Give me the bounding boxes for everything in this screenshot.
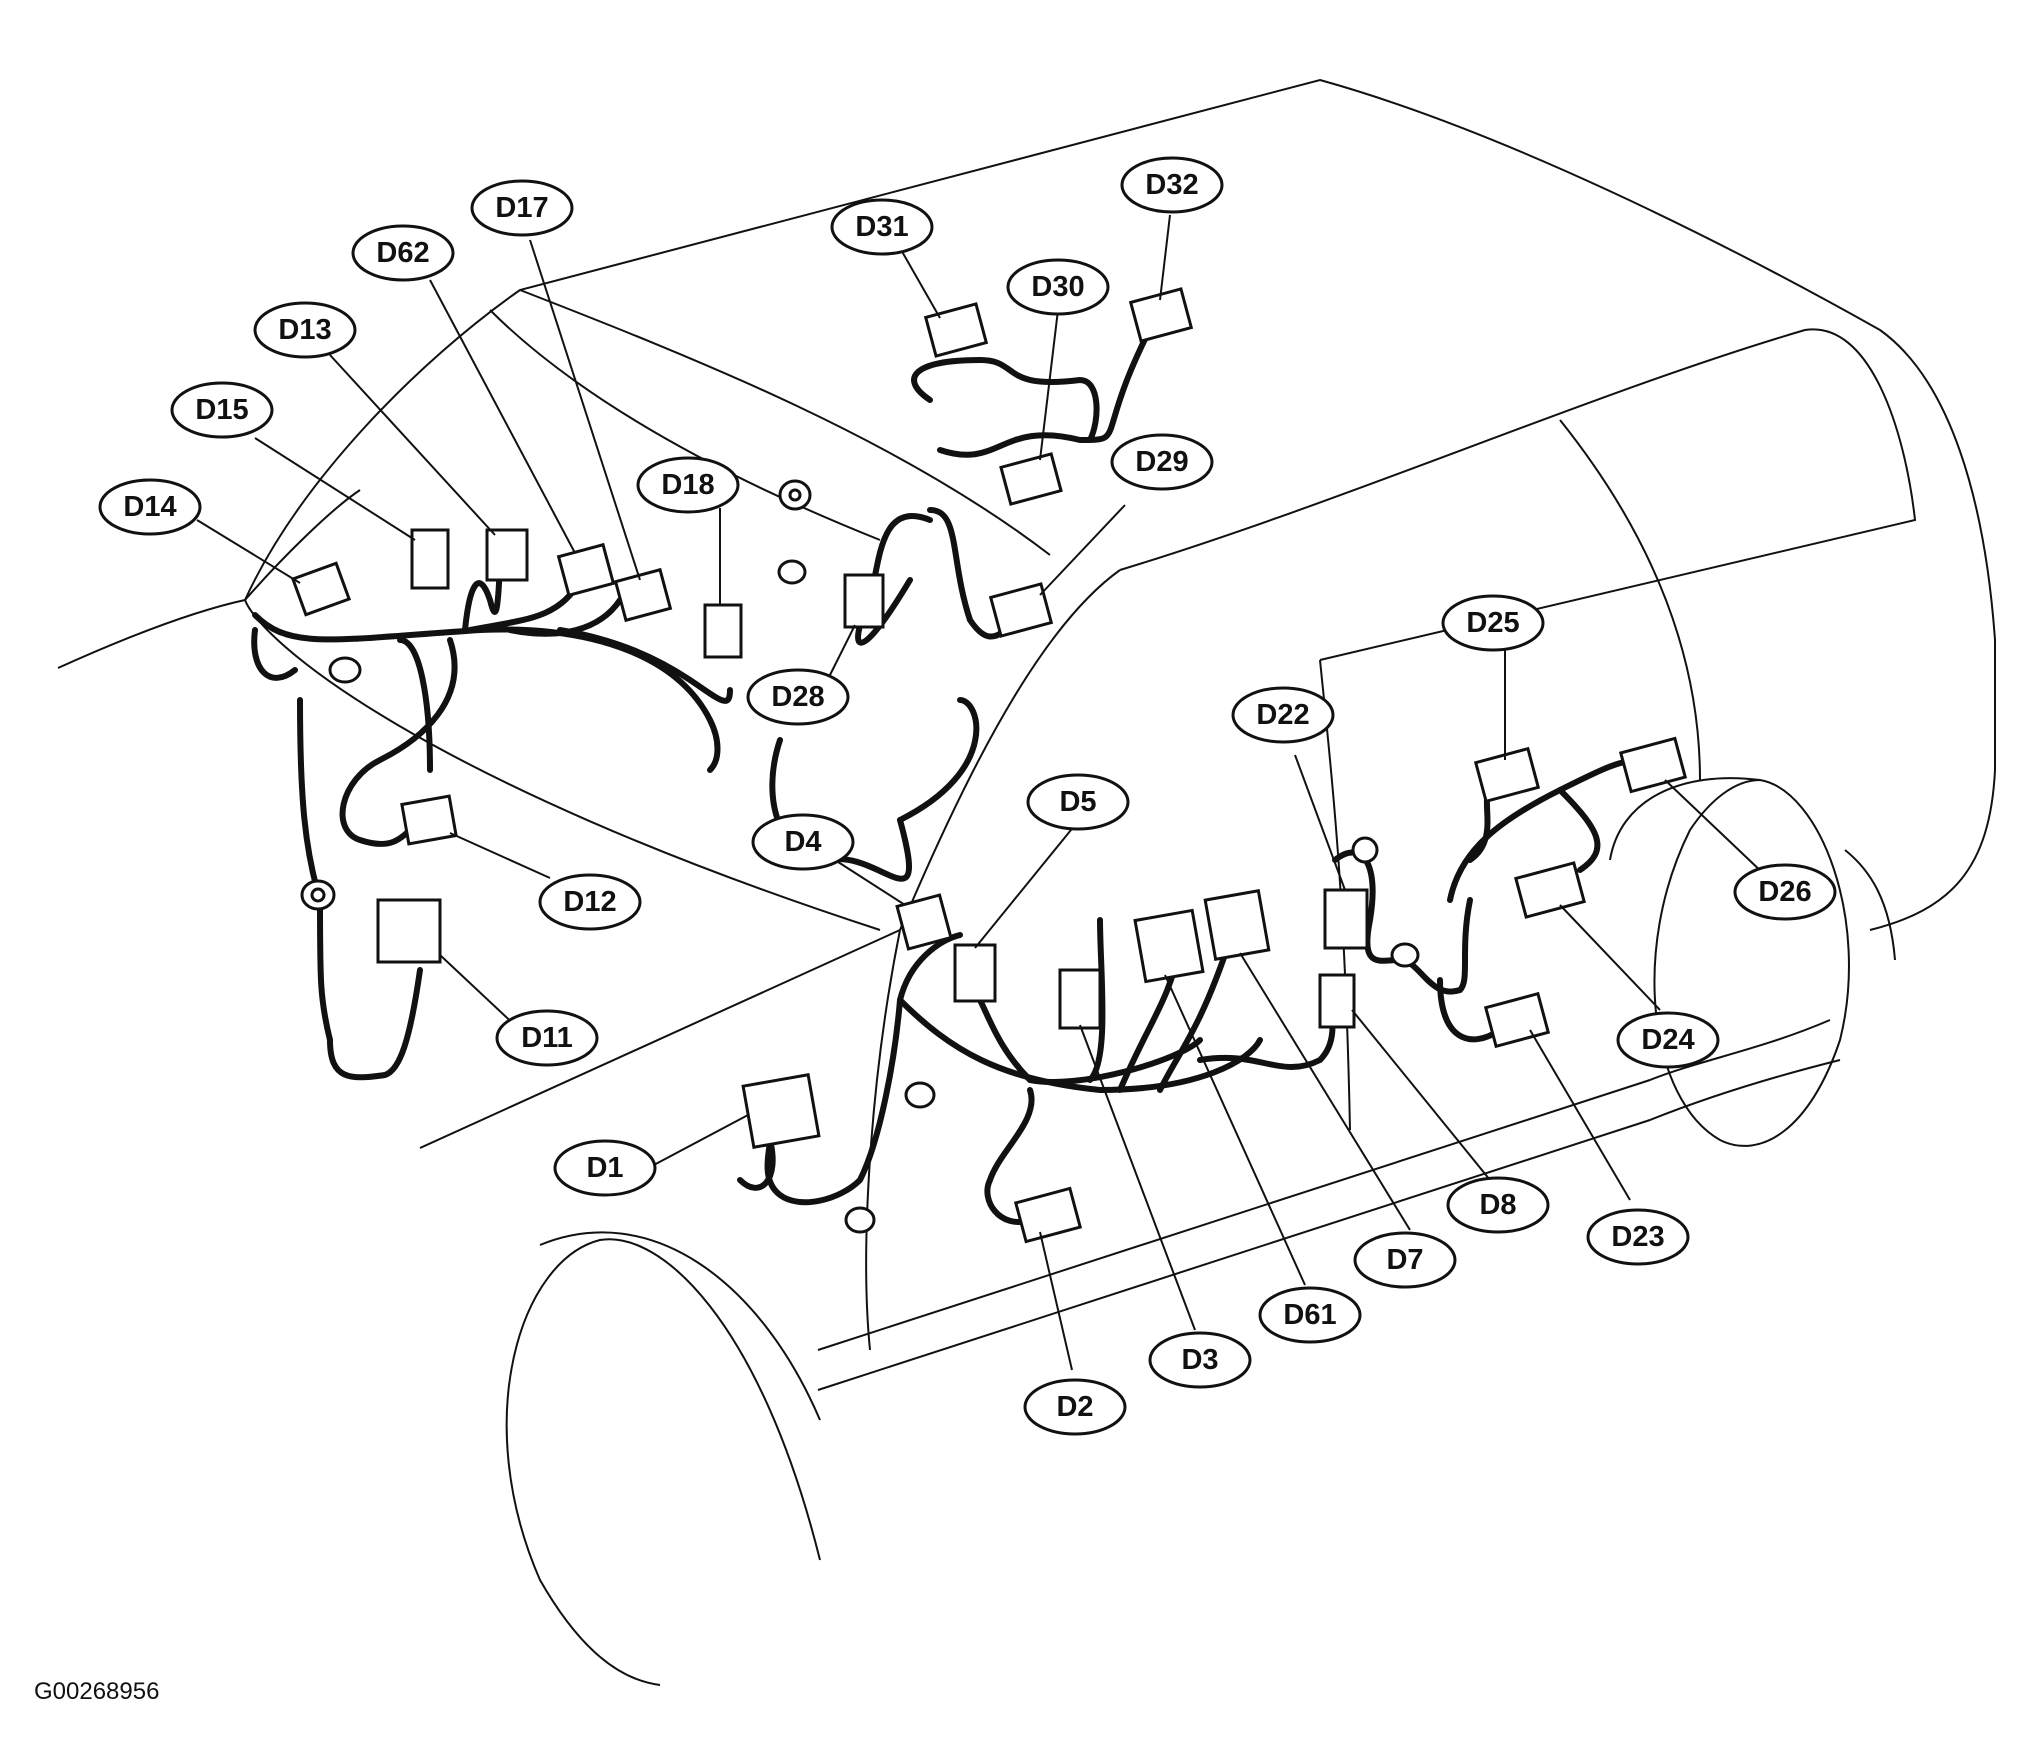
callout-D28: D28 <box>746 668 850 726</box>
connector-D12 <box>400 794 458 846</box>
svg-text:D4: D4 <box>784 826 821 858</box>
svg-text:D61: D61 <box>1283 1299 1336 1331</box>
connector-D14 <box>290 561 352 617</box>
connector-D17 <box>613 567 673 623</box>
connector-D25 <box>1473 746 1541 804</box>
svg-text:D24: D24 <box>1641 1024 1694 1056</box>
svg-text:D5: D5 <box>1059 786 1096 818</box>
callout-D26: D26 <box>1733 863 1837 921</box>
wheel-arches <box>505 777 1896 1686</box>
connector-D32 <box>1128 287 1194 343</box>
svg-text:D13: D13 <box>278 314 331 346</box>
callout-D8: D8 <box>1446 1176 1550 1234</box>
grommets <box>300 479 1420 1234</box>
callout-D24: D24 <box>1616 1011 1720 1069</box>
callout-D3: D3 <box>1148 1331 1252 1389</box>
svg-text:D32: D32 <box>1145 169 1198 201</box>
svg-text:D2: D2 <box>1056 1391 1093 1423</box>
svg-text:D1: D1 <box>586 1152 623 1184</box>
connector-D4 <box>895 893 953 951</box>
svg-text:D3: D3 <box>1181 1344 1218 1376</box>
connector-D2 <box>1013 1186 1083 1244</box>
callout-D29: D29 <box>1110 433 1214 491</box>
callout-D32: D32 <box>1120 156 1224 214</box>
callout-D62: D62 <box>351 224 455 282</box>
callout-D23: D23 <box>1586 1208 1690 1266</box>
svg-text:D25: D25 <box>1466 607 1519 639</box>
svg-text:D26: D26 <box>1758 876 1811 908</box>
connector-D22 <box>1323 888 1369 950</box>
svg-text:D8: D8 <box>1479 1189 1516 1221</box>
connector-D3 <box>1058 968 1102 1030</box>
callout-D18: D18 <box>636 456 740 514</box>
connector-D11 <box>376 898 442 964</box>
svg-text:D29: D29 <box>1135 446 1188 478</box>
svg-text:D7: D7 <box>1386 1244 1423 1276</box>
connector-D61 <box>1133 908 1205 984</box>
connector-D15 <box>410 528 450 590</box>
svg-text:D23: D23 <box>1611 1221 1664 1253</box>
callout-D31: D31 <box>830 198 934 256</box>
svg-text:D22: D22 <box>1256 699 1309 731</box>
callout-D13: D13 <box>253 301 357 359</box>
connector-D5 <box>953 943 997 1003</box>
callout-D25: D25 <box>1441 594 1545 652</box>
callout-D2: D2 <box>1023 1378 1127 1436</box>
callout-D5: D5 <box>1026 773 1130 831</box>
svg-text:D17: D17 <box>495 192 548 224</box>
callout-D15: D15 <box>170 381 274 439</box>
callout-D17: D17 <box>470 179 574 237</box>
callout-D1: D1 <box>553 1139 657 1197</box>
connector-D13 <box>485 528 529 582</box>
callout-D12: D12 <box>538 873 642 931</box>
svg-text:D14: D14 <box>123 491 176 523</box>
svg-text:D12: D12 <box>563 886 616 918</box>
svg-text:D15: D15 <box>195 394 248 426</box>
svg-text:D62: D62 <box>376 237 429 269</box>
connectors <box>290 287 1688 1244</box>
connector-D31 <box>923 302 989 358</box>
connector-D24 <box>1514 861 1586 919</box>
callout-D14: D14 <box>98 478 202 536</box>
callout-D4: D4 <box>751 813 855 871</box>
connector-D7 <box>1203 889 1271 961</box>
connector-D18 <box>703 603 743 659</box>
callout-D22: D22 <box>1231 686 1335 744</box>
front-wheel <box>505 1238 821 1686</box>
figure-id: G00268956 <box>34 1678 160 1705</box>
svg-text:D31: D31 <box>855 211 908 243</box>
connector-D8 <box>1318 973 1356 1029</box>
svg-text:D18: D18 <box>661 469 714 501</box>
wiring-harness <box>251 307 1643 1225</box>
callout-D30: D30 <box>1006 258 1110 316</box>
connector-D29 <box>988 582 1054 638</box>
callout-D7: D7 <box>1353 1231 1457 1289</box>
callout-D11: D11 <box>495 1009 599 1067</box>
rear-wheel <box>1653 778 1850 1147</box>
callouts: D14 D15 D13 D62 D17 D18 D12 D11 D31 D30 … <box>98 156 1837 1436</box>
connector-D28 <box>843 573 885 629</box>
connector-D26 <box>1618 736 1688 794</box>
svg-text:D11: D11 <box>521 1022 573 1054</box>
connector-D23 <box>1483 991 1551 1049</box>
svg-text:D30: D30 <box>1031 271 1084 303</box>
callout-D61: D61 <box>1258 1286 1362 1344</box>
svg-text:D28: D28 <box>771 681 824 713</box>
connector-D30 <box>999 452 1063 506</box>
connector-D1 <box>741 1073 821 1149</box>
connector-D62 <box>556 542 616 598</box>
